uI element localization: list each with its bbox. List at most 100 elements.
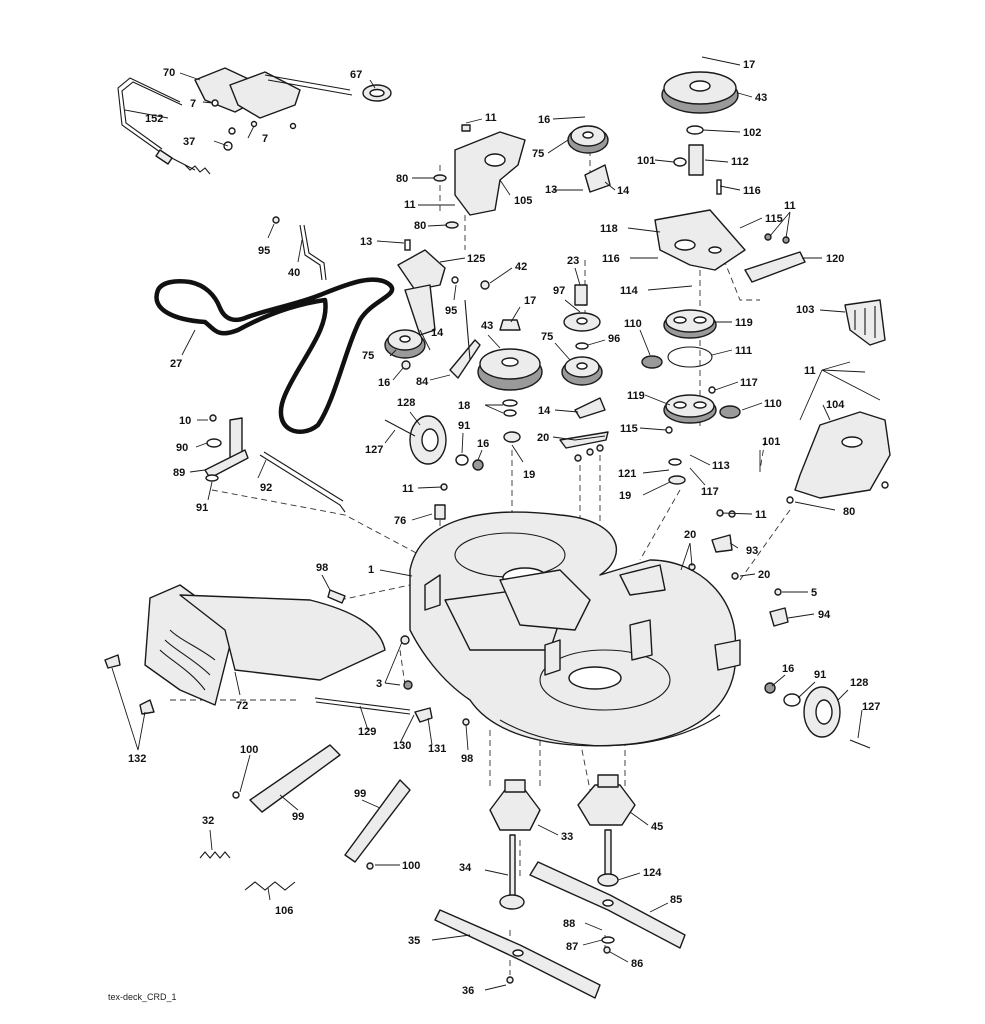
callout-c75a: 75 — [532, 148, 544, 160]
callout-c105: 105 — [514, 195, 532, 207]
callout-c75c: 75 — [541, 331, 553, 343]
mounting-bracket — [654, 209, 806, 283]
drawing-id: tex-deck_CRD_1 — [108, 992, 177, 1002]
callout-c17a: 17 — [743, 59, 755, 71]
callout-c98a: 98 — [316, 562, 328, 574]
link-rod — [272, 216, 327, 281]
callout-c103: 103 — [796, 304, 814, 316]
callout-c13b: 13 — [360, 236, 372, 248]
callout-c115b: 115 — [620, 423, 638, 435]
callout-c121: 121 — [618, 468, 636, 480]
callout-c131: 131 — [428, 743, 446, 755]
callout-c120: 120 — [826, 253, 844, 265]
mower-deck-housing — [409, 511, 741, 747]
callout-c101a: 101 — [637, 155, 655, 167]
callout-c14a: 14 — [617, 185, 630, 197]
callout-c116a: 116 — [743, 185, 761, 197]
callout-c10: 10 — [179, 415, 191, 427]
callout-c118: 118 — [600, 223, 618, 235]
callout-c11d: 11 — [804, 365, 816, 377]
callout-c90: 90 — [176, 442, 188, 454]
discharge-chute — [104, 584, 386, 715]
callout-c42: 42 — [515, 261, 527, 273]
callout-c127a: 127 — [365, 444, 383, 456]
callout-c110a: 110 — [624, 318, 642, 330]
callout-c80a: 80 — [396, 173, 408, 185]
callout-c91a: 91 — [458, 420, 470, 432]
callout-c34: 34 — [459, 862, 472, 874]
callout-c110b: 110 — [764, 398, 782, 410]
callout-c99b: 99 — [354, 788, 366, 800]
callout-c43b: 43 — [481, 320, 493, 332]
callout-c43a: 43 — [755, 92, 767, 104]
cover-bracket — [844, 299, 886, 346]
callout-c87: 87 — [566, 941, 578, 953]
callout-c115a: 115 — [765, 213, 783, 225]
callout-c91c: 91 — [814, 669, 826, 681]
callout-c32: 32 — [202, 815, 214, 827]
callout-c11a: 11 — [485, 112, 497, 124]
callout-c11f: 11 — [755, 509, 767, 521]
callout-c125: 125 — [467, 253, 485, 265]
callout-c114: 114 — [620, 285, 639, 297]
callout-c80b: 80 — [414, 220, 426, 232]
callout-c14c: 14 — [538, 405, 551, 417]
callout-c11b: 11 — [404, 199, 416, 211]
callout-c84: 84 — [416, 376, 429, 388]
spindle-pulley-top-right — [661, 71, 739, 195]
callout-c14b: 14 — [431, 327, 444, 339]
callout-c1: 1 — [368, 564, 374, 576]
callout-c36: 36 — [462, 985, 474, 997]
gauge-wheel-right — [764, 682, 871, 749]
callout-c128b: 128 — [850, 677, 868, 689]
callout-c86: 86 — [631, 958, 643, 970]
tension-arm — [449, 299, 481, 379]
callout-c17b: 17 — [524, 295, 536, 307]
callout-c20a: 20 — [537, 432, 549, 444]
callout-c37: 37 — [183, 136, 195, 148]
callout-c127b: 127 — [862, 701, 880, 713]
drive-belt — [154, 277, 395, 434]
callout-c100a: 100 — [240, 744, 258, 756]
callout-c116b: 116 — [602, 253, 620, 265]
blade-left — [434, 909, 601, 999]
callout-c45: 45 — [651, 821, 663, 833]
callout-c20b: 20 — [684, 529, 696, 541]
blade-right — [529, 861, 686, 954]
callout-c102: 102 — [743, 127, 761, 139]
callout-c124: 124 — [643, 867, 662, 879]
callout-c92: 92 — [260, 482, 272, 494]
callout-c93: 93 — [746, 545, 758, 557]
callout-c101b: 101 — [762, 436, 780, 448]
callout-c91b: 91 — [196, 502, 208, 514]
callout-c106: 106 — [275, 905, 293, 917]
callout-c75b: 75 — [362, 350, 374, 362]
callout-c11e: 11 — [402, 483, 414, 495]
belt-guard — [433, 124, 526, 229]
callout-c33: 33 — [561, 831, 573, 843]
callout-c27: 27 — [170, 358, 182, 370]
callout-c67: 67 — [350, 69, 362, 81]
callout-c16a: 16 — [538, 114, 550, 126]
callout-c18: 18 — [458, 400, 470, 412]
callout-c19b: 19 — [619, 490, 631, 502]
rear-link-rod — [314, 697, 470, 726]
callout-c85: 85 — [670, 894, 682, 906]
callout-c128a: 128 — [397, 397, 415, 409]
callout-c111: 111 — [735, 345, 752, 357]
callout-c113: 113 — [712, 460, 730, 472]
callout-c129: 129 — [358, 726, 376, 738]
callout-c95a: 95 — [258, 245, 270, 257]
callout-c40: 40 — [288, 267, 300, 279]
callout-c132: 132 — [128, 753, 146, 765]
callout-c70: 70 — [163, 67, 175, 79]
callout-c16c: 16 — [477, 438, 489, 450]
deck-fasteners — [327, 431, 789, 690]
spindle-housing-right — [577, 774, 636, 887]
callout-c119a: 119 — [735, 317, 753, 329]
callout-c99a: 99 — [292, 811, 304, 823]
callout-c100b: 100 — [402, 860, 420, 872]
left-pivot-arms — [204, 414, 346, 513]
deck-cover — [786, 411, 891, 504]
